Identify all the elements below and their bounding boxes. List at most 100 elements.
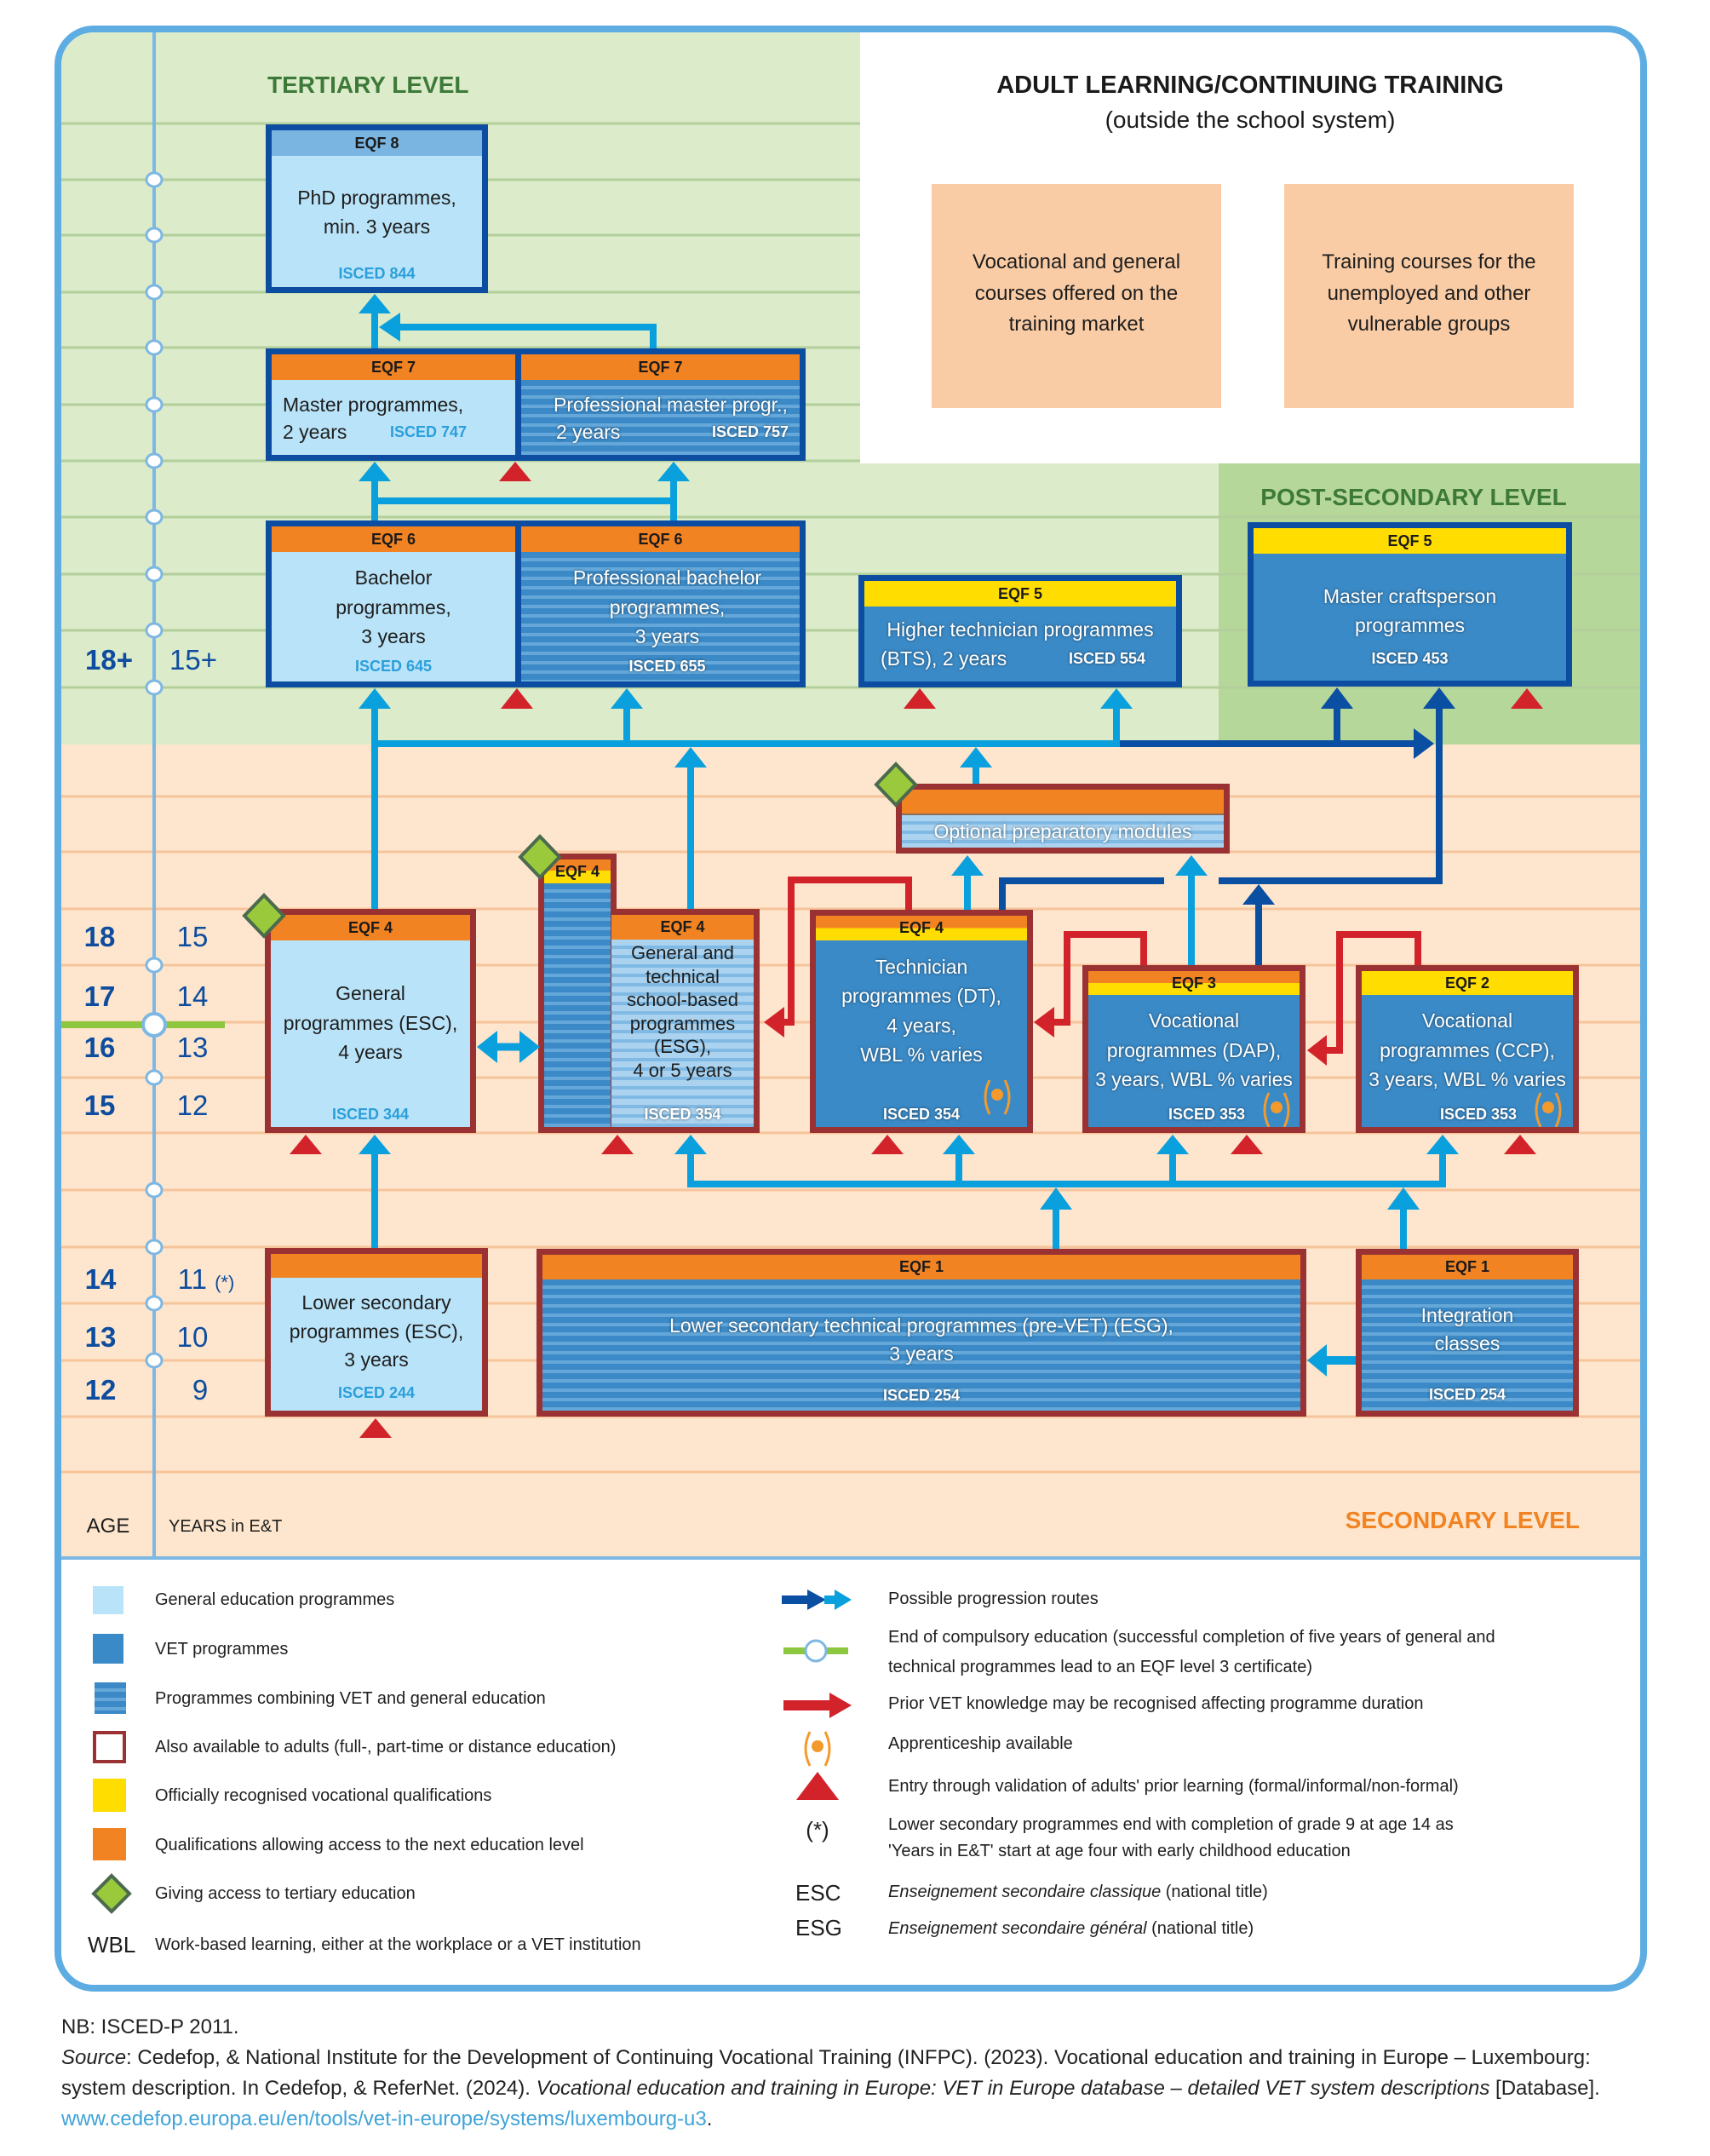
- age-axis-marker: [145, 1181, 164, 1199]
- years-label: 13: [176, 1032, 209, 1063]
- description-line: Lower secondary technical programmes (pr…: [669, 1314, 1173, 1337]
- legend-label-line: technical programmes lead to an EQF leve…: [888, 1658, 1312, 1676]
- description-line: PhD programmes,: [297, 187, 456, 209]
- description-line: 3 years, WBL % varies: [1095, 1068, 1293, 1090]
- legend-background: [61, 1560, 1640, 1985]
- isced-code: ISCED 353: [1439, 1106, 1518, 1123]
- professional-bachelor-programmes-box: EQF 6 Professional bachelor programmes, …: [515, 520, 806, 687]
- eqf-level-label: EQF 1: [542, 1255, 1300, 1279]
- age-axis-marker: [145, 957, 164, 974]
- secondary-level-background: [61, 745, 1640, 1558]
- adult-training-market-box: Vocational and general courses offered o…: [932, 184, 1221, 408]
- description-line: 3 years: [889, 1342, 954, 1365]
- eqf-level-label: EQF 4: [544, 860, 611, 883]
- programme-body: [544, 883, 611, 1127]
- description-line: unemployed and other: [1327, 281, 1531, 305]
- eqf-level-label: EQF 8: [272, 130, 482, 156]
- wbl-abbreviation: WBL: [88, 1932, 136, 1958]
- description-line: programmes,: [609, 595, 726, 618]
- legend-label-suffix: (national title): [1161, 1883, 1268, 1901]
- description-line: General: [336, 982, 405, 1004]
- programme-body: Master programmes, 2 years ISCED 747: [272, 380, 515, 455]
- qualification-header: [271, 1254, 482, 1278]
- description-line: Professional bachelor: [572, 566, 762, 589]
- professional-master-programmes-box: EQF 7 Professional master progr., 2 year…: [515, 348, 806, 461]
- description-line: programmes (CCP),: [1380, 1038, 1555, 1061]
- programme-body: Integration classes ISCED 254: [1362, 1279, 1573, 1411]
- adult-box-description: Vocational and general courses offered o…: [932, 247, 1221, 341]
- age-axis-marker: [145, 339, 164, 356]
- isced-code: ISCED 757: [712, 423, 789, 440]
- description-line: min. 3 years: [323, 216, 431, 238]
- programme-description: Bachelor programmes, 3 years: [272, 563, 515, 652]
- legend-label: Work-based learning, either at the workp…: [155, 1935, 641, 1954]
- programme-body: General and technical school-based progr…: [611, 940, 754, 1127]
- age-label: 13: [84, 1321, 117, 1353]
- programme-description: General and technical school-based progr…: [611, 941, 754, 1082]
- description-line: programmes: [629, 1012, 736, 1034]
- programme-description: Vocational programmes (CCP), 3 years, WB…: [1362, 1006, 1573, 1095]
- isced-code: ISCED 353: [1168, 1106, 1246, 1123]
- apprenticeship-icon: [1263, 1092, 1290, 1127]
- adult-availability-swatch: [93, 1731, 126, 1763]
- national-title: Enseignement secondaire classique: [888, 1883, 1162, 1901]
- description-line: Optional preparatory modules: [933, 819, 1192, 842]
- description-line: (BTS), 2 years: [881, 647, 1007, 670]
- qualification-header: [902, 790, 1224, 815]
- programme-description: Integration classes: [1362, 1302, 1573, 1358]
- isced-code: ISCED 354: [644, 1106, 721, 1123]
- isced-code: ISCED 254: [882, 1387, 961, 1404]
- age-axis-marker: [145, 1352, 164, 1369]
- isced-code: ISCED 844: [338, 265, 416, 282]
- description-line: vulnerable groups: [1347, 313, 1511, 336]
- age-label: 18+: [85, 644, 133, 676]
- description-line: Training courses for the: [1322, 250, 1536, 273]
- age-axis-marker: [145, 284, 164, 301]
- eqf-level-label: EQF 2: [1362, 971, 1573, 995]
- description-line: programmes (ESC),: [283, 1011, 458, 1034]
- tertiary-level-title: TERTIARY LEVEL: [267, 72, 469, 98]
- description-line: Vocational: [1421, 1009, 1513, 1032]
- legend-label: Programmes combining VET and general edu…: [155, 1689, 546, 1708]
- programme-body: Vocational programmes (CCP), 3 years, WB…: [1362, 995, 1573, 1127]
- description-line: programmes (ESC),: [289, 1319, 464, 1342]
- programme-description: Master craftsperson programmes: [1254, 582, 1566, 640]
- programme-body: Vocational programmes (DAP), 3 years, WB…: [1088, 995, 1300, 1127]
- programme-description: Lower secondary technical programmes (pr…: [542, 1312, 1300, 1368]
- master-craftsperson-programmes-box: EQF 5 Master craftsperson programmes ISC…: [1248, 522, 1572, 687]
- age-axis-marker: [145, 396, 164, 413]
- legend-label-line: 'Years in E&T' start at age four with ea…: [888, 1842, 1351, 1860]
- eqf-level-label: EQF 4: [271, 915, 470, 940]
- isced-code: ISCED 747: [390, 423, 468, 440]
- source-suffix: [Database].: [1489, 2077, 1600, 2100]
- integration-classes-box: EQF 1 Integration classes ISCED 254: [1356, 1249, 1579, 1417]
- source-link[interactable]: www.cedefop.europa.eu/en/tools/vet-in-eu…: [61, 2107, 707, 2130]
- footnote-nb: NB: ISCED-P 2011.: [61, 2015, 239, 2038]
- programme-body: Technician programmes (DT), 4 years, WBL…: [816, 940, 1027, 1127]
- years-label: 10: [176, 1321, 209, 1353]
- programme-body: PhD programmes, min. 3 years ISCED 844: [272, 156, 482, 287]
- programme-body: Lower secondary technical programmes (pr…: [542, 1279, 1300, 1411]
- secondary-level-title: SECONDARY LEVEL: [1345, 1507, 1580, 1533]
- isced-code: ISCED 655: [628, 658, 706, 675]
- description-line: programmes (DT),: [841, 985, 1001, 1008]
- isced-code: ISCED 453: [1371, 650, 1449, 667]
- programme-description: Technician programmes (DT), 4 years, WBL…: [816, 952, 1027, 1069]
- isced-code: ISCED 344: [331, 1106, 410, 1123]
- vet-swatch: [93, 1634, 123, 1664]
- adult-learning-subtitle: (outside the school system): [1105, 106, 1396, 133]
- legend-label: Lower secondary programmes end with comp…: [888, 1812, 1454, 1865]
- age-label: 18: [83, 921, 116, 952]
- programme-body: Master craftsperson programmes ISCED 453: [1254, 554, 1566, 681]
- years-label: 15+: [169, 644, 217, 676]
- age-axis-marker: [145, 452, 164, 469]
- eqf-level-label: EQF 3: [1088, 971, 1300, 995]
- age-axis-marker: [145, 622, 164, 639]
- legend-label: Giving access to tertiary education: [155, 1884, 416, 1903]
- age-label: 12: [84, 1374, 117, 1406]
- source-end: .: [706, 2107, 713, 2130]
- eqf-level-label: EQF 4: [816, 916, 1027, 940]
- programme-body: Optional preparatory modules: [902, 815, 1224, 848]
- description-line: 3 years, WBL % varies: [1369, 1068, 1566, 1090]
- description-line: classes: [1434, 1332, 1501, 1354]
